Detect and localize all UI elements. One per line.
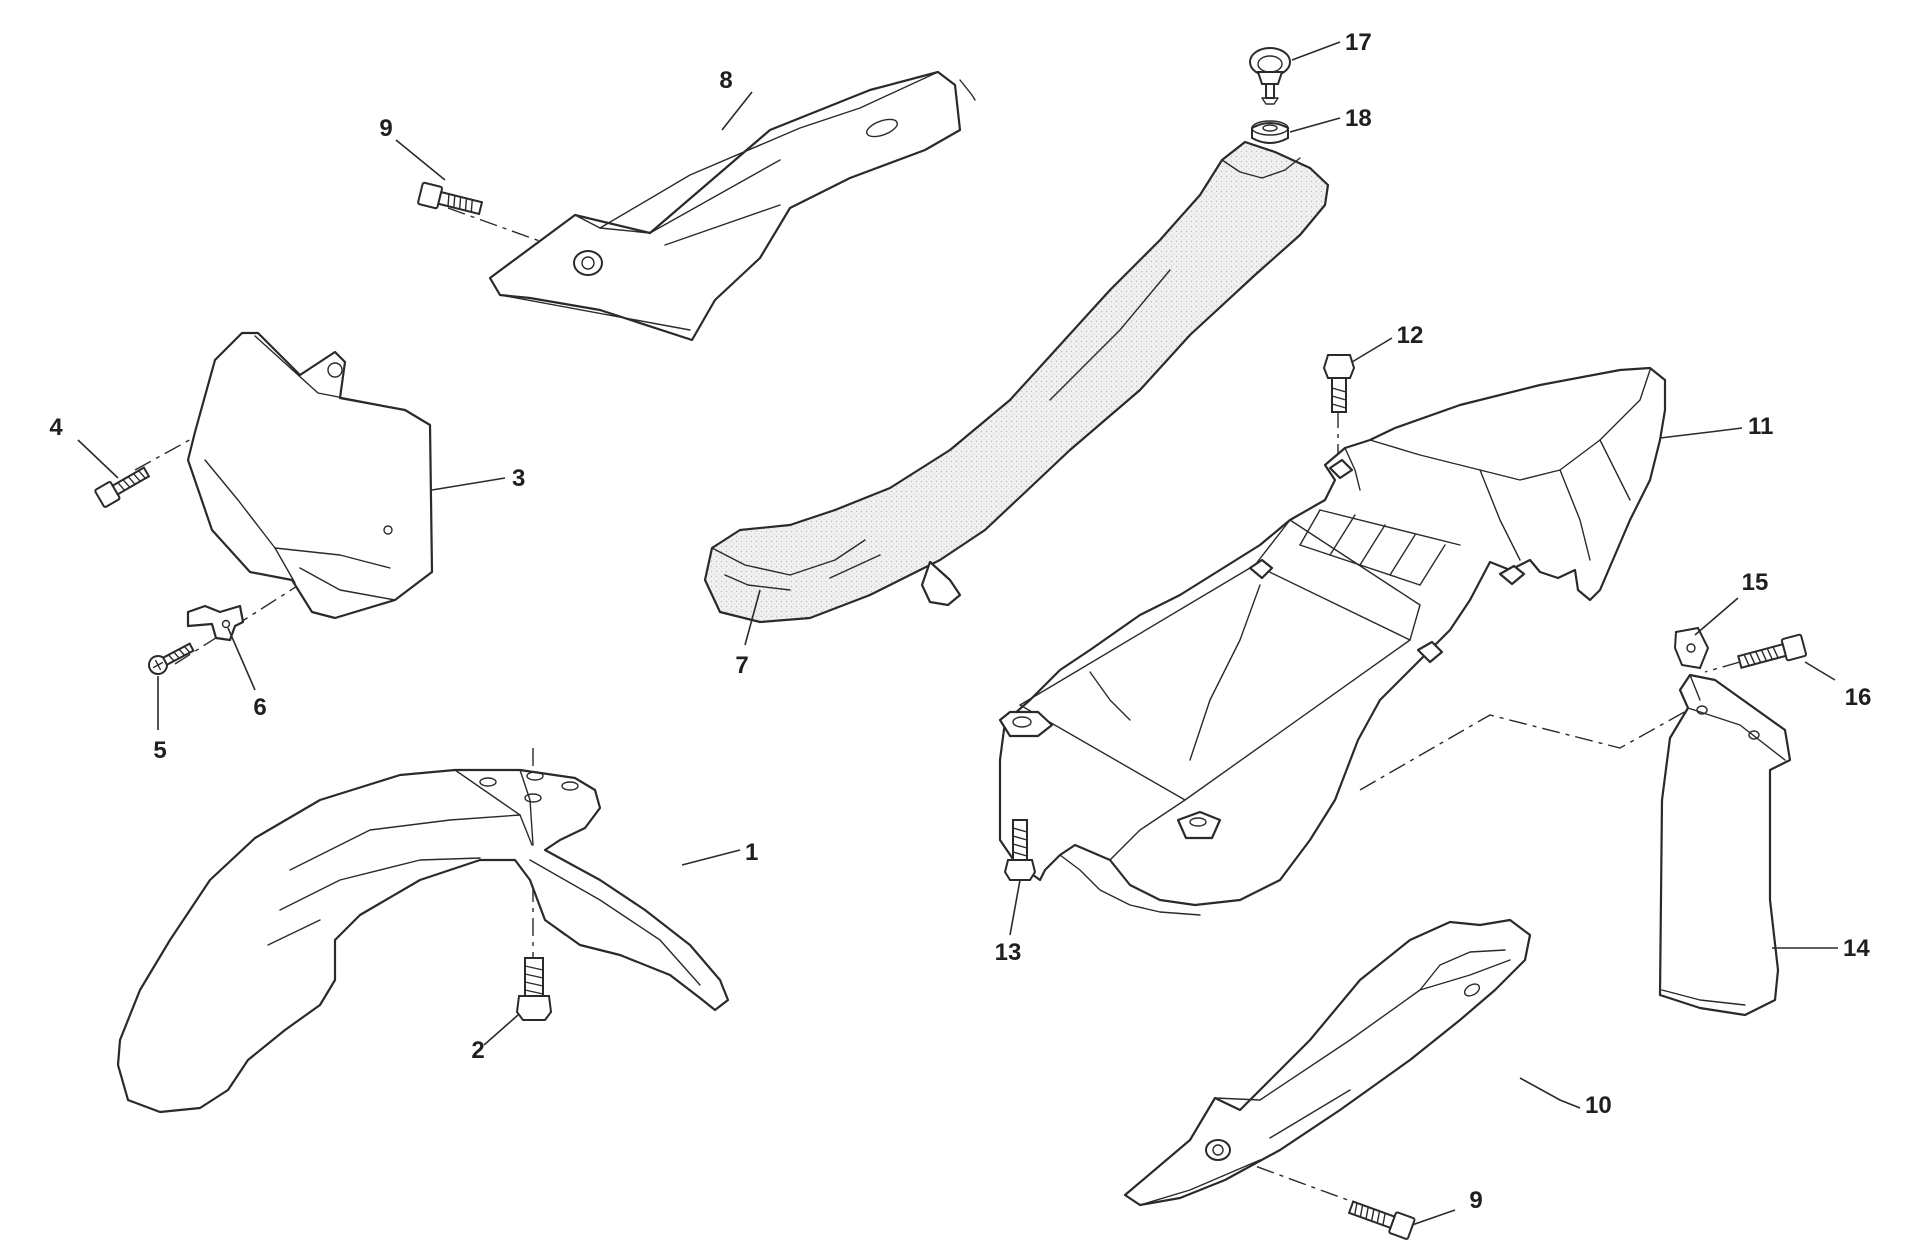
leader-lines — [77, 41, 1838, 1226]
assembly-lines — [134, 207, 1741, 1211]
bracket-clip — [186, 604, 245, 642]
callout-17: 17 — [1345, 29, 1372, 56]
bolt-12 — [1322, 354, 1356, 413]
callout-8: 8 — [719, 67, 732, 94]
bolt-2 — [515, 957, 553, 1021]
callout-10: 10 — [1585, 1092, 1612, 1119]
clip-nut-15 — [1673, 626, 1710, 670]
side-panel-upper — [488, 70, 976, 342]
callout-3: 3 — [512, 465, 525, 492]
callout-5: 5 — [153, 737, 166, 764]
screw-9-lower — [1347, 1200, 1416, 1240]
callout-14: 14 — [1843, 935, 1870, 962]
callout-12: 12 — [1397, 322, 1424, 349]
callout-2: 2 — [471, 1037, 484, 1064]
callout-9-upper: 9 — [379, 115, 392, 142]
callout-15: 15 — [1742, 569, 1769, 596]
screw-9-upper — [417, 181, 484, 216]
screw-4 — [94, 466, 151, 508]
callout-13: 13 — [995, 939, 1022, 966]
callout-16: 16 — [1845, 684, 1872, 711]
rear-fender-airbox — [998, 366, 1667, 916]
front-number-plate — [186, 331, 434, 620]
seat-fastener-17 — [1249, 47, 1291, 105]
front-fender — [116, 768, 730, 1114]
callout-6: 6 — [253, 694, 266, 721]
callout-7: 7 — [735, 652, 748, 679]
mud-flap — [1658, 673, 1792, 1017]
bolt-13 — [1003, 819, 1037, 881]
callout-4: 4 — [49, 414, 63, 441]
seat — [703, 140, 1330, 624]
screw-5 — [148, 642, 195, 675]
callout-labels: 1 2 3 4 5 6 7 8 9 9 10 11 12 13 14 15 16… — [49, 29, 1871, 1214]
callout-18: 18 — [1345, 105, 1372, 132]
washer-18 — [1251, 120, 1289, 144]
screw-16 — [1737, 633, 1807, 669]
callout-11: 11 — [1748, 413, 1773, 440]
callout-9-lower: 9 — [1469, 1187, 1482, 1214]
side-panel-lower — [1123, 918, 1532, 1207]
callout-1: 1 — [745, 839, 758, 866]
